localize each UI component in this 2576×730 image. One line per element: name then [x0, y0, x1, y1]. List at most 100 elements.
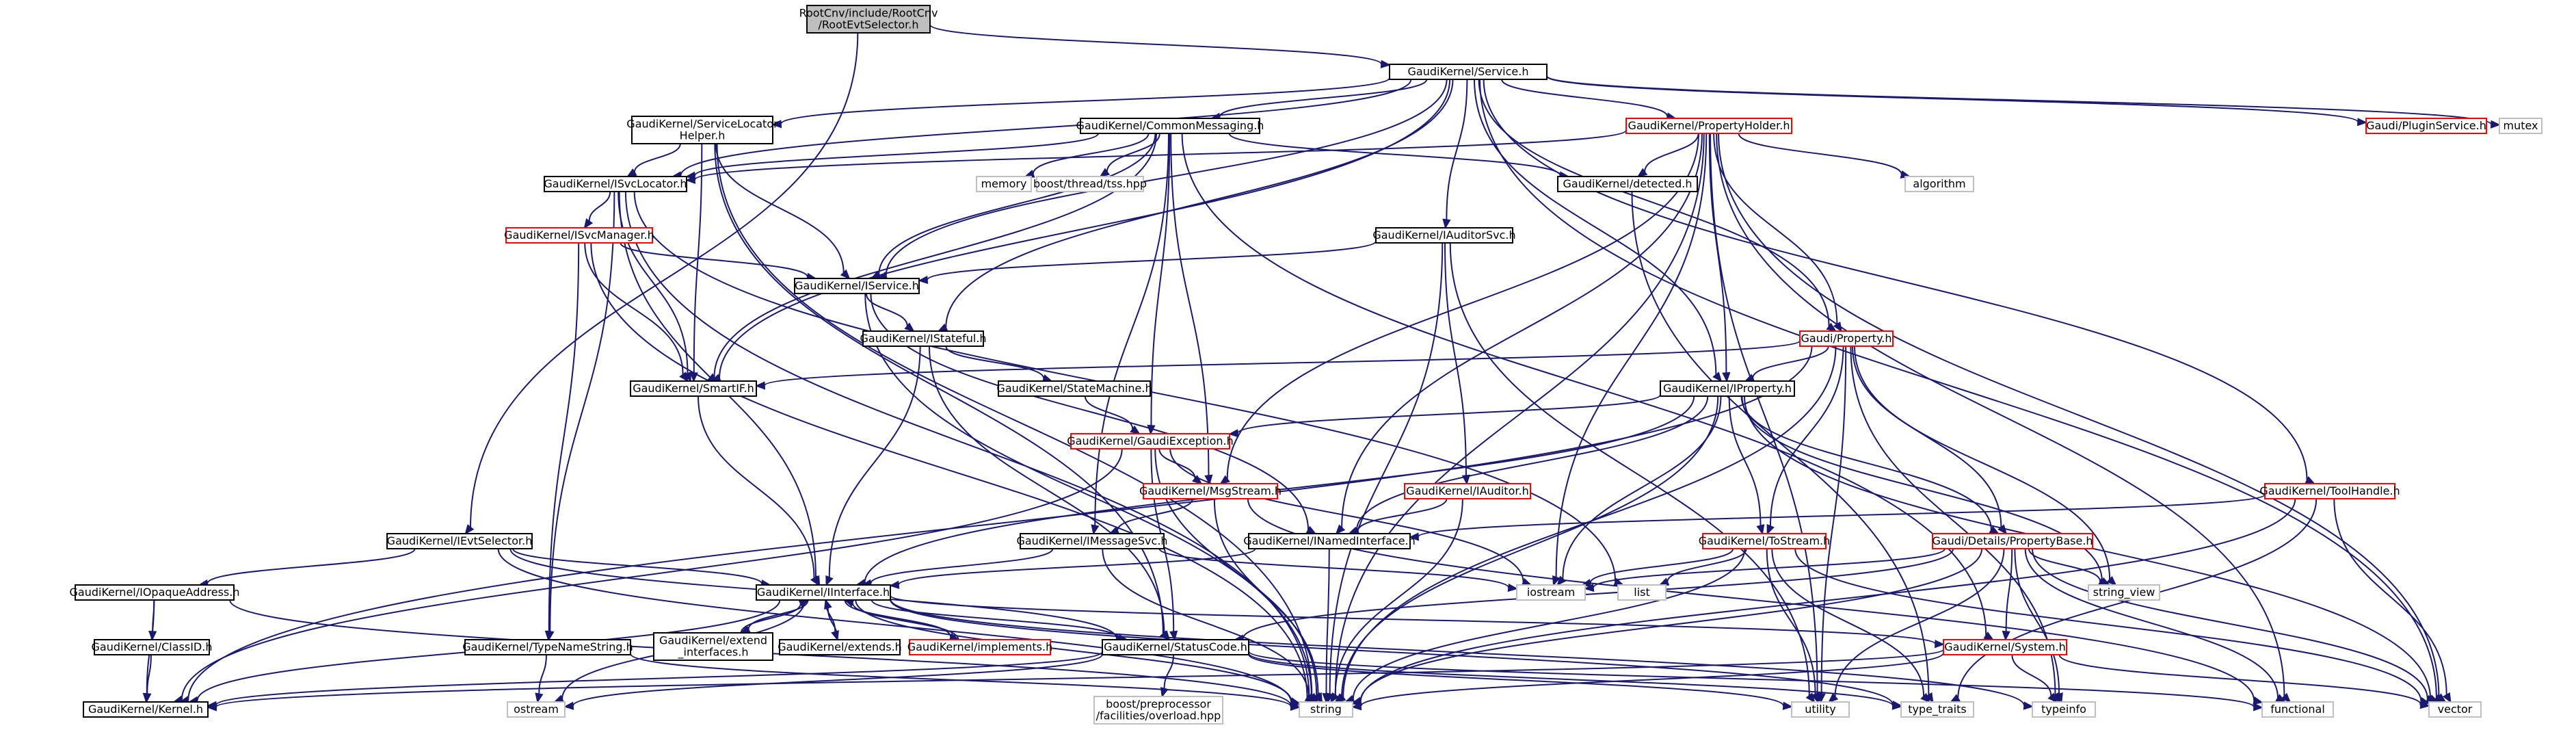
edge-propertyholder-to-vector: [1718, 133, 2440, 697]
node-ostream: ostream: [507, 701, 566, 718]
node-system[interactable]: GaudiKernel/System.h: [1943, 639, 2067, 655]
node-istateful[interactable]: GaudiKernel/IStateful.h: [860, 330, 987, 347]
node-functional-label: functional: [2270, 703, 2325, 716]
node-iopaqueaddress[interactable]: GaudiKernel/IOpaqueAddress.h: [70, 584, 240, 601]
arrowhead-msgstream-to-string: [1314, 692, 1323, 703]
node-propertyholder[interactable]: GaudiKernel/PropertyHolder.h: [1625, 118, 1792, 134]
arrowhead-statuscode-to-utility: [1782, 701, 1793, 710]
node-gaudiexception[interactable]: GaudiKernel/GaudiException.h: [1067, 433, 1234, 449]
edge-iauditorsvc-to-string: [1329, 242, 1444, 694]
node-service[interactable]: GaudiKernel/Service.h: [1389, 64, 1548, 80]
arrowhead-propertybase-to-string: [1351, 696, 1362, 705]
node-detected[interactable]: GaudiKernel/detected.h: [1557, 176, 1698, 192]
arrowhead-istateful-to-iinterface: [825, 575, 834, 586]
edge-extends-to-iinterface: [827, 608, 838, 640]
node-iservice[interactable]: GaudiKernel/IService.h: [794, 278, 920, 294]
node-msgstream[interactable]: GaudiKernel/MsgStream.h: [1139, 483, 1282, 499]
node-statuscode[interactable]: GaudiKernel/StatusCode.h: [1102, 639, 1249, 655]
node-iauditorsvc[interactable]: GaudiKernel/IAuditorSvc.h: [1372, 227, 1516, 244]
node-boostthread-label: boost/thread/tss.hpp: [1033, 177, 1147, 190]
arrowhead-system-to-vector: [2419, 700, 2430, 709]
node-string-label: string: [1310, 703, 1342, 716]
node-ievtselector[interactable]: GaudiKernel/IEvtSelector.h: [386, 533, 533, 549]
edge-service-to-iservice: [885, 79, 1448, 276]
node-extends-box: [779, 639, 901, 655]
edge-propertybase-to-system: [2005, 548, 2013, 632]
edge-propertybase-to-iostream: [1592, 548, 1946, 589]
node-boostpp-box: [1093, 696, 1223, 725]
node-iauditorsvc-box: [1375, 227, 1513, 244]
node-servicelocatorhelper-label: Helper.h: [680, 129, 726, 142]
node-iauditorsvc-label: GaudiKernel/IAuditorSvc.h: [1372, 229, 1515, 242]
node-smartif[interactable]: GaudiKernel/SmartIF.h: [630, 380, 757, 397]
node-typeinfo: typeinfo: [2032, 701, 2096, 718]
node-isvclocator[interactable]: GaudiKernel/ISvcLocator.h: [544, 176, 687, 192]
arrowhead-servicelocatorhelper-to-iservice: [840, 269, 851, 280]
edge-implements-to-iinterface: [851, 602, 959, 640]
node-commonmessaging[interactable]: GaudiKernel/CommonMessaging.h: [1076, 118, 1264, 134]
node-extendinterfaces[interactable]: GaudiKernel/extend_interfaces.h: [653, 632, 773, 661]
node-tostream[interactable]: GaudiKernel/ToStream.h: [1699, 533, 1831, 549]
node-msgstream-box: [1143, 483, 1278, 499]
node-classid[interactable]: GaudiKernel/ClassID.h: [92, 639, 213, 655]
node-isvcmanager[interactable]: GaudiKernel/ISvcManager.h: [504, 227, 654, 244]
node-imessagesvc-label: GaudiKernel/IMessageSvc.h: [1016, 534, 1167, 547]
node-iinterface-box: [756, 584, 891, 601]
edge-system-to-typeinfo: [2011, 654, 2052, 696]
node-propertybase[interactable]: Gaudi/Details/PropertyBase.h: [1932, 533, 2093, 549]
arrowhead-gaudiproperty-to-tostream: [1766, 523, 1775, 535]
arrowhead-iauditor-to-string: [1330, 692, 1340, 703]
node-statemachine[interactable]: GaudiKernel/StateMachine.h: [996, 380, 1152, 397]
edge-smartif-to-iinterface: [698, 395, 815, 578]
node-typenamestring[interactable]: GaudiKernel/TypeNameString.h: [462, 639, 633, 655]
edge-toolhandle-to-inamedinterface: [1417, 493, 2266, 538]
arrowhead-statuscode-to-type_traits: [1891, 701, 1902, 710]
node-vector-box: [2428, 701, 2482, 718]
edge-iinterface-to-implements: [844, 599, 952, 638]
node-gaudiproperty[interactable]: Gaudi/Property.h: [1799, 330, 1894, 347]
node-classid-label: GaudiKernel/ClassID.h: [92, 640, 213, 653]
arrowhead-servicelocatorhelper-to-isvclocator: [626, 168, 637, 178]
node-iproperty-label: GaudiKernel/IProperty.h: [1663, 382, 1792, 395]
edge-istateful-to-iinterface: [828, 346, 921, 577]
arrowhead-extends-to-iinterface: [824, 599, 832, 610]
node-service-label: GaudiKernel/Service.h: [1408, 65, 1529, 78]
node-algorithm: algorithm: [1904, 176, 1974, 192]
edge-service-to-servicelocatorhelper: [780, 77, 1390, 125]
node-tostream-label: GaudiKernel/ToStream.h: [1699, 534, 1831, 547]
edge-ievtselector-to-iopaqueaddress: [207, 548, 416, 584]
node-extends[interactable]: GaudiKernel/extends.h: [778, 639, 902, 655]
edge-servicelocatorhelper-to-isvclocator: [633, 143, 681, 172]
edge-isvcmanager-to-iservice: [620, 242, 808, 278]
edge-extendinterfaces-to-iinterface: [740, 603, 801, 634]
arrowhead-iinterface-to-typeinfo: [2023, 701, 2034, 710]
edge-commonmessaging-to-memory: [1032, 133, 1150, 174]
node-root[interactable]: RootCnv/include/RootCnv/RootEvtSelector.…: [799, 5, 938, 34]
node-iservice-box: [794, 278, 920, 294]
edge-isvcmanager-to-smartif: [584, 242, 684, 375]
node-iauditor[interactable]: GaudiKernel/IAuditor.h: [1404, 483, 1531, 499]
arrowhead-gaudiproperty-to-utility: [1817, 692, 1826, 703]
edge-propertybase-to-vector: [2031, 548, 2428, 699]
node-pluginservice[interactable]: Gaudi/PluginService.h: [2365, 118, 2487, 134]
node-kernel[interactable]: GaudiKernel/Kernel.h: [83, 701, 209, 718]
node-iinterface[interactable]: GaudiKernel/IInterface.h: [756, 584, 891, 601]
node-imessagesvc[interactable]: GaudiKernel/IMessageSvc.h: [1016, 533, 1168, 549]
node-toolhandle[interactable]: GaudiKernel/ToolHandle.h: [2259, 483, 2400, 499]
node-inamedinterface-box: [1248, 533, 1411, 549]
edge-istateful-to-statuscode: [929, 346, 1165, 634]
edge-service-to-propertyholder: [1501, 79, 1669, 117]
edge-service-to-mutex: [1546, 75, 2493, 125]
node-typeinfo-box: [2032, 701, 2096, 718]
node-inamedinterface[interactable]: GaudiKernel/INamedInterface.h: [1243, 533, 1416, 549]
node-vector: vector: [2428, 701, 2482, 718]
edge-service-to-iauditorsvc: [1446, 79, 1468, 220]
node-utility-label: utility: [1805, 703, 1836, 716]
node-algorithm-box: [1904, 176, 1974, 192]
node-istateful-box: [862, 330, 984, 347]
node-implements[interactable]: GaudiKernel/implements.h: [907, 639, 1052, 655]
edge-iproperty-to-gaudiexception: [1236, 394, 1661, 434]
edge-propertyholder-to-detected: [1644, 133, 1699, 172]
node-iproperty[interactable]: GaudiKernel/IProperty.h: [1660, 380, 1795, 397]
